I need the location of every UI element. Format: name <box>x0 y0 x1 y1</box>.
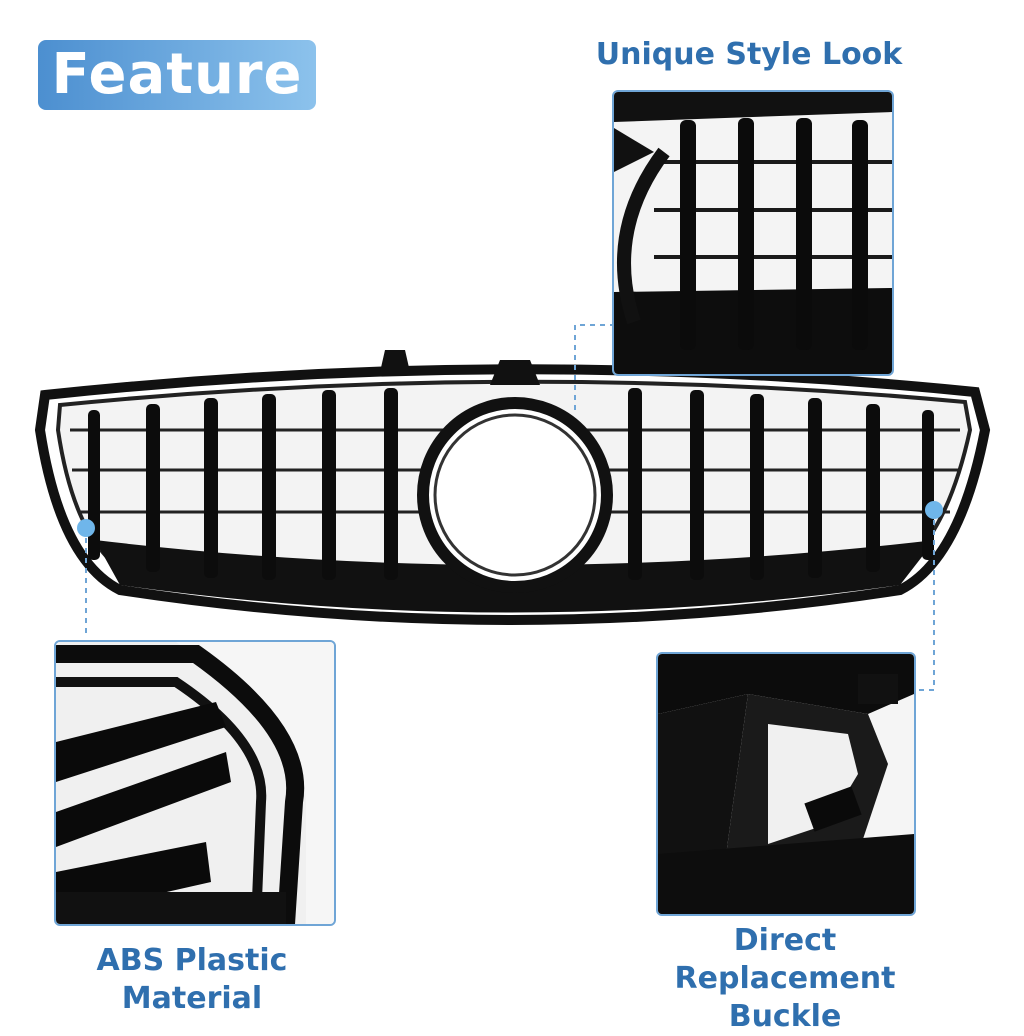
detail-panel-unique-style <box>612 90 894 376</box>
detail-panel-direct-replacement <box>656 652 916 916</box>
emblem-ring <box>417 397 613 593</box>
top-mount <box>490 360 540 385</box>
detail-image-buckle <box>658 654 914 914</box>
callout-dot-right <box>925 501 943 519</box>
callout-unique-style: Unique Style Look <box>595 37 903 72</box>
detail-image-slats <box>614 92 892 374</box>
callout-dot-left <box>77 519 95 537</box>
callout-direct-replacement-line1: Direct Replacement <box>674 923 896 996</box>
feature-badge: Feature <box>38 40 316 110</box>
grille-slats <box>88 388 934 580</box>
detail-image-edge <box>56 642 334 924</box>
detail-panel-abs-plastic <box>54 640 336 926</box>
callout-abs-plastic: ABS Plastic Material <box>96 943 288 1016</box>
